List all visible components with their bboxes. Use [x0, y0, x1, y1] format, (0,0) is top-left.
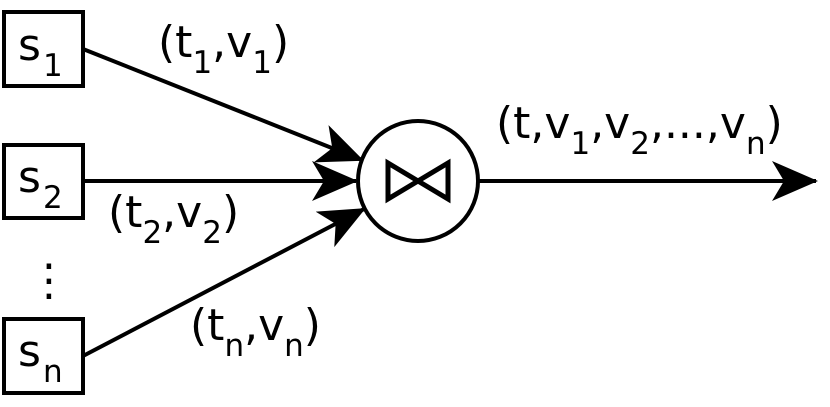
source-sn-label: sn — [18, 326, 63, 390]
input-label-n: (tn,vn) — [190, 300, 321, 364]
edge-s1-join — [82, 47, 364, 163]
bowtie-join-icon — [385, 158, 451, 204]
source-s1-box — [2, 10, 85, 88]
join-node — [356, 119, 480, 243]
source-s2: s2 — [2, 143, 85, 220]
input-label-1: (t1,v1) — [158, 17, 289, 81]
vertical-ellipsis: ⋮ — [27, 255, 71, 306]
source-sn: sn — [2, 317, 85, 395]
source-s1-label: s1 — [18, 20, 63, 84]
source-s2-label: s2 — [18, 152, 63, 216]
output-label: (t,v1,v2,...,vn) — [496, 98, 783, 162]
edge-sn-join — [82, 207, 366, 358]
input-label-2: (t2,v2) — [108, 187, 239, 251]
source-s1: s1 — [2, 10, 85, 88]
